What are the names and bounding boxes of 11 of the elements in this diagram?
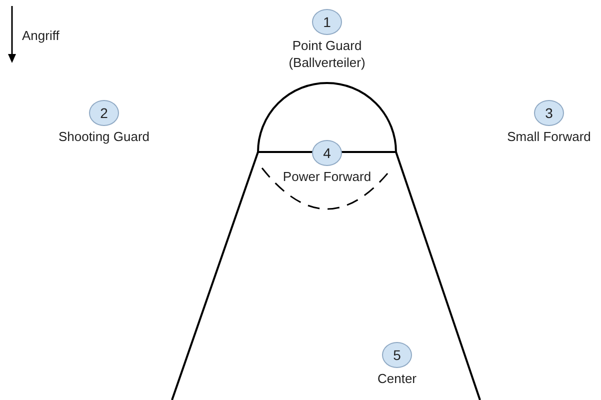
player-number: 4 [312,140,342,166]
player-number: 5 [382,342,412,368]
player-number: 3 [534,100,564,126]
player-number: 2 [89,100,119,126]
position-label: Power Forward [282,168,372,185]
direction-label: Angriff [22,28,60,43]
position-label: Small Forward [506,128,592,145]
position-label: Shooting Guard [57,128,151,145]
position-label: Point Guard (Ballverteiler) [288,37,366,71]
position-label: Center [376,370,418,387]
player-number: 1 [312,9,342,35]
